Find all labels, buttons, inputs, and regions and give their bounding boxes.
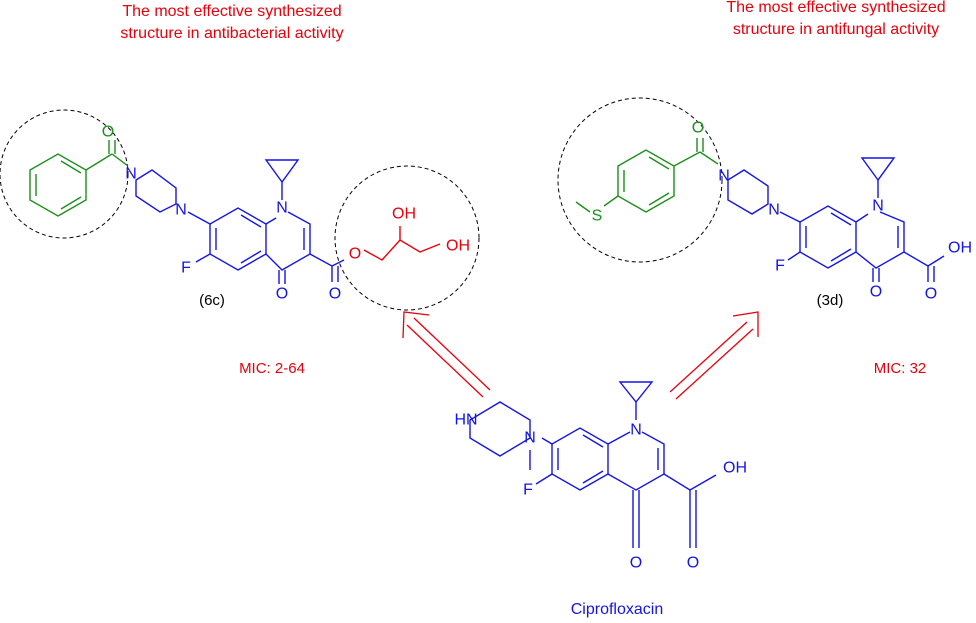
3d-acid-carbonyl-oxygen: O xyxy=(925,286,937,303)
3d-quinolone-n1: N xyxy=(872,198,884,215)
6c-ketone-oxygen: O xyxy=(276,286,288,303)
cipro-piperazine-nh-atom: HN xyxy=(454,412,477,429)
benzoyl-highlight-circle xyxy=(0,109,129,239)
3d-piperazine-n4: N xyxy=(718,168,730,185)
compound-3d-structure: S O N N N F O O OH xyxy=(575,120,972,303)
arrow-to-3d xyxy=(669,311,759,400)
compound-6c-label: (6c) xyxy=(199,292,225,309)
cipro-fluorine-atom: F xyxy=(523,482,533,499)
left-caption-line-1: The most effective synthesized xyxy=(122,3,341,20)
6c-secondary-hydroxyl: OH xyxy=(392,206,416,223)
thioanisoyl-highlight-circle xyxy=(557,97,723,263)
cipro-acid-carbonyl-oxygen: O xyxy=(687,555,699,572)
6c-primary-hydroxyl: OH xyxy=(446,238,470,255)
left-caption-line-2: structure in antibacterial activity xyxy=(120,25,343,42)
glyceryl-highlight-circle xyxy=(334,165,480,311)
6c-benzoyl-oxygen: O xyxy=(102,124,114,141)
3d-fluorine-atom: F xyxy=(775,258,785,275)
cipro-acid-hydroxyl: OH xyxy=(723,460,747,477)
cipro-piperazine-n-atom: N xyxy=(524,430,536,447)
compound-3d-label: (3d) xyxy=(817,292,844,309)
3d-acid-hydroxyl: OH xyxy=(948,240,972,257)
3d-piperazine-n1: N xyxy=(768,202,780,219)
3d-sulfur-atom: S xyxy=(592,208,603,225)
right-mic-value: MIC: 32 xyxy=(874,360,927,377)
cipro-ketone-oxygen: O xyxy=(630,555,642,572)
arrow-to-6c xyxy=(402,311,491,398)
6c-piperazine-n4: N xyxy=(125,166,137,183)
3d-ketone-oxygen: O xyxy=(870,284,882,301)
6c-fluorine-atom: F xyxy=(181,260,191,277)
6c-ester-oxygen: O xyxy=(349,246,361,263)
cipro-n1-atom: N xyxy=(630,422,642,439)
right-caption-line-2: structure in antifungal activity xyxy=(733,21,939,38)
6c-piperazine-n1: N xyxy=(175,202,187,219)
ciprofloxacin-structure: N N HN F O O OH xyxy=(454,381,747,572)
left-mic-value: MIC: 2-64 xyxy=(239,360,305,377)
compound-6c-structure: O N N N F O O O OH OH xyxy=(29,124,470,303)
3d-benzoyl-oxygen: O xyxy=(692,120,704,137)
right-caption-line-1: The most effective synthesized xyxy=(726,0,945,16)
ciprofloxacin-name: Ciprofloxacin xyxy=(571,601,663,618)
6c-ester-carbonyl-oxygen: O xyxy=(329,286,341,303)
6c-quinolone-n1: N xyxy=(276,200,288,217)
